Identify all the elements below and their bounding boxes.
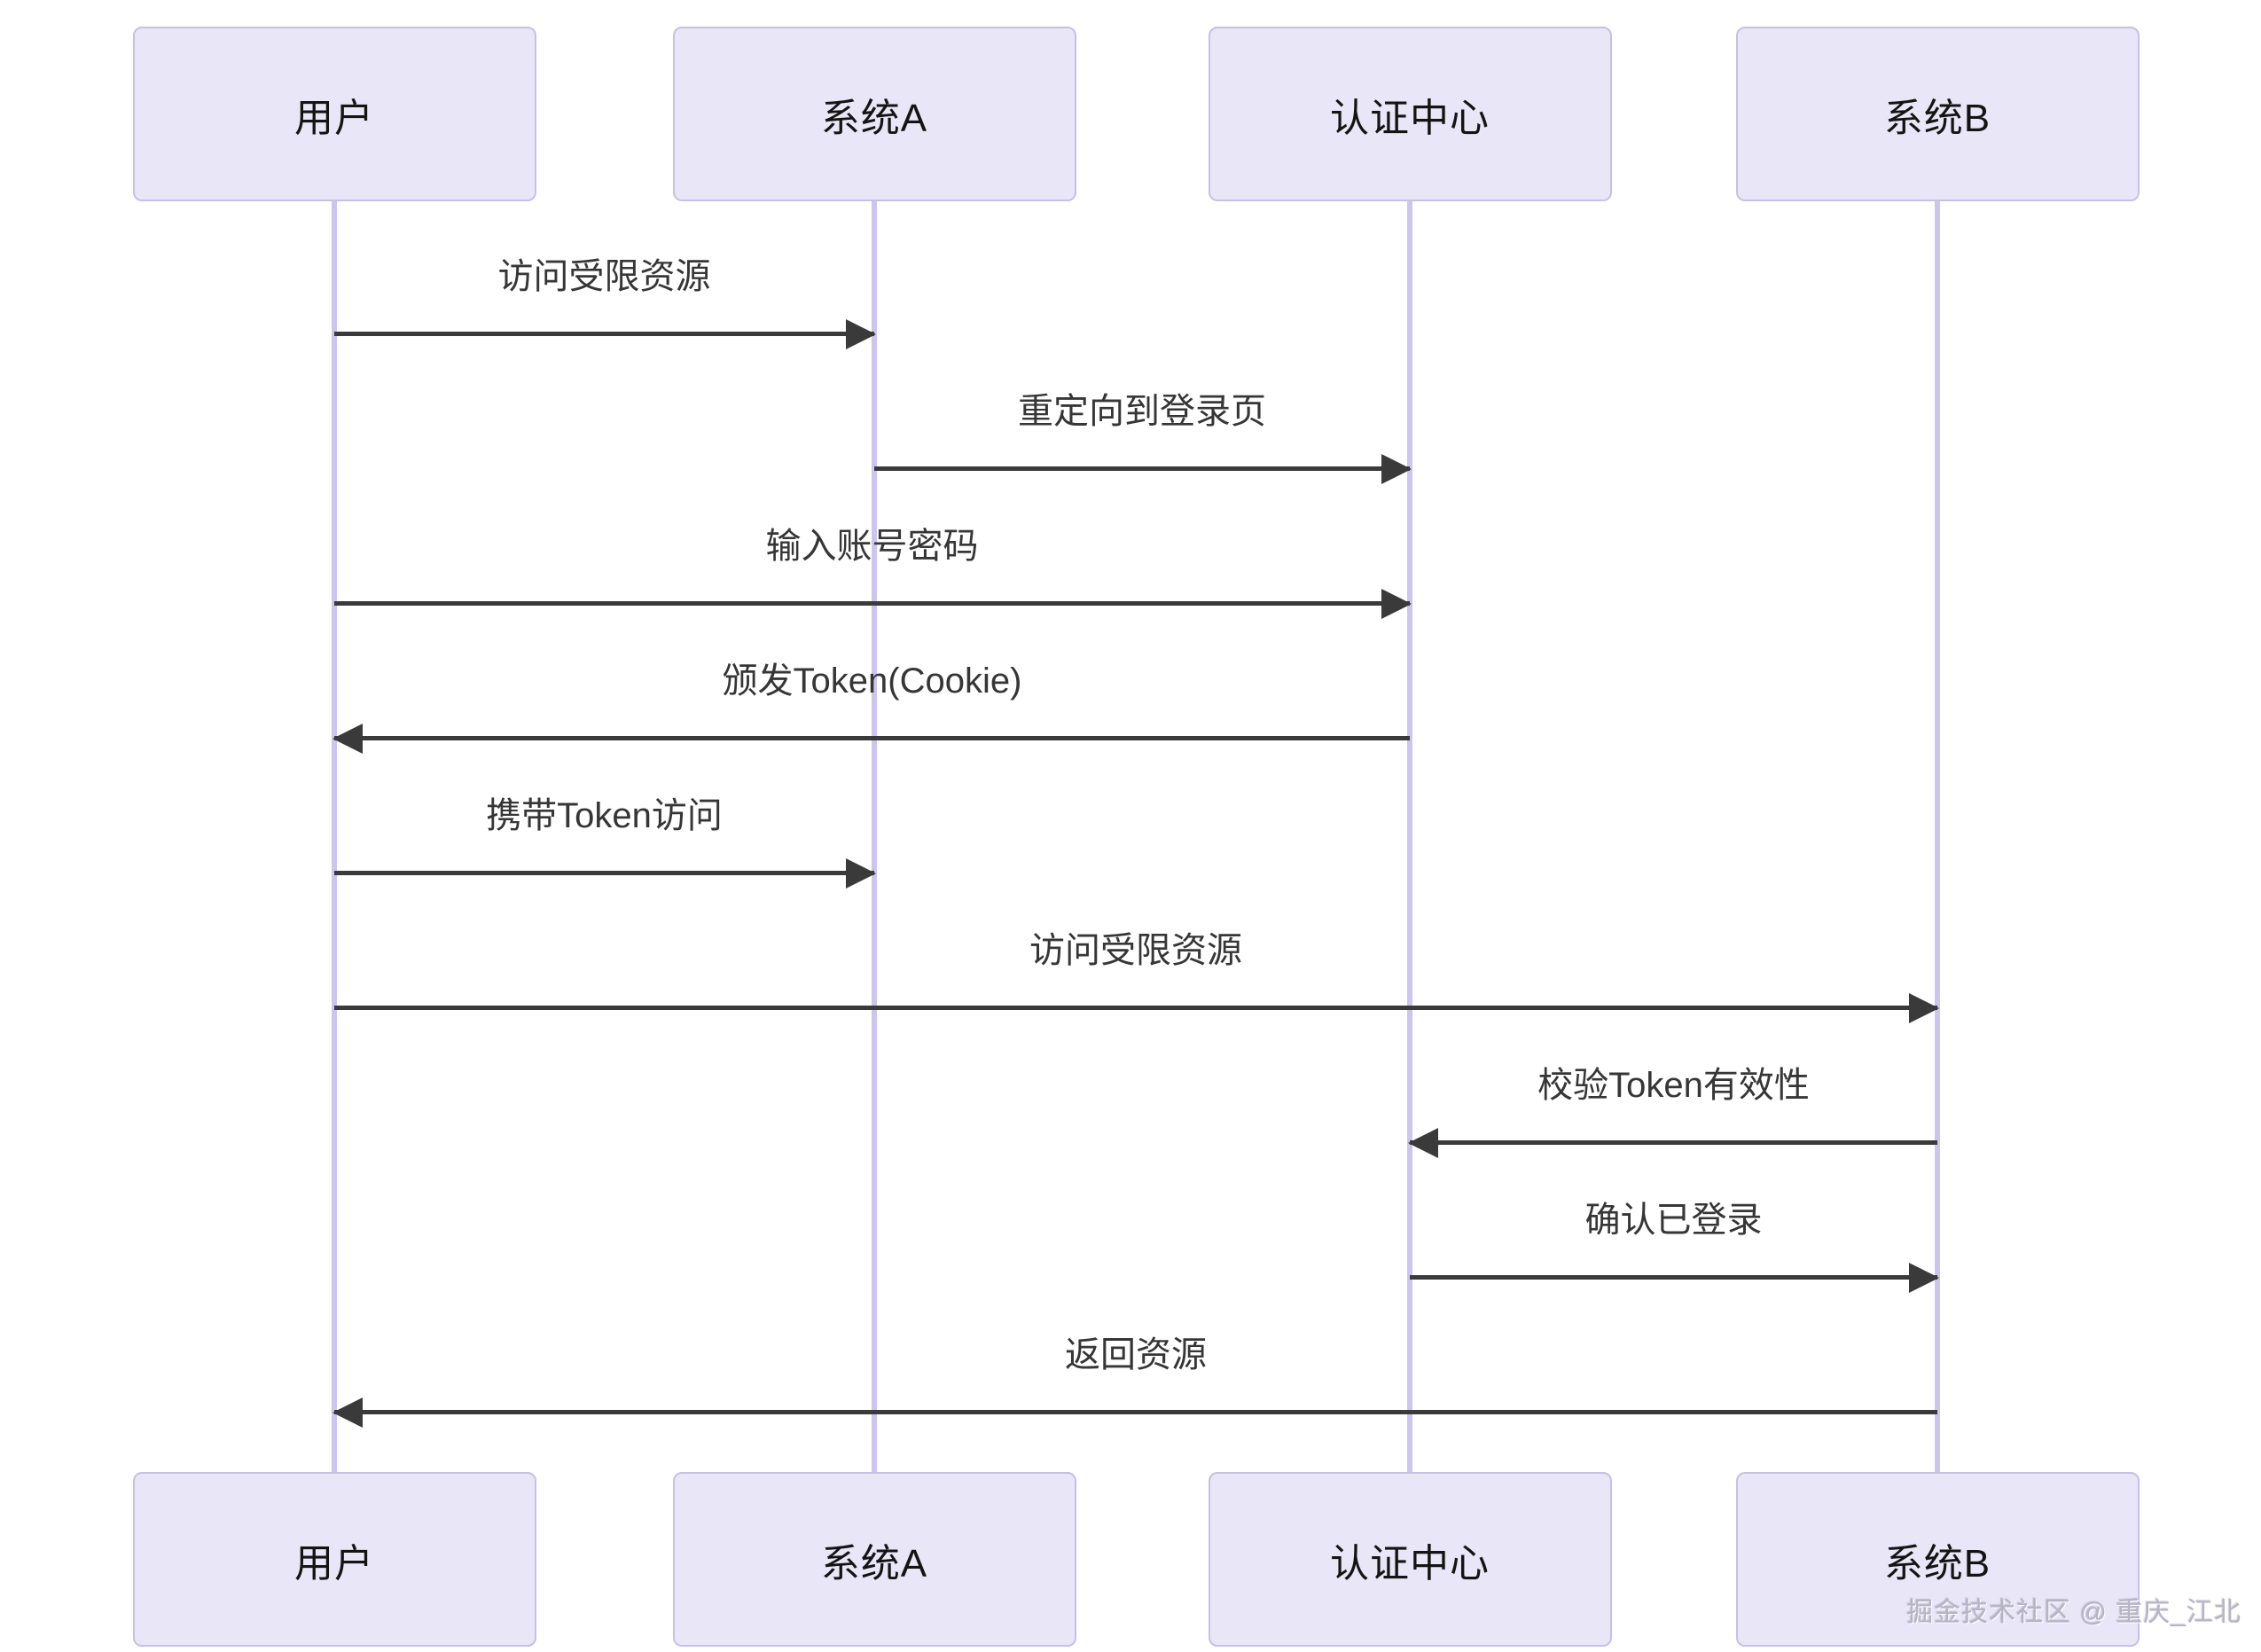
message-line	[334, 601, 1410, 606]
arrowhead-icon	[1381, 454, 1412, 484]
arrowhead-icon	[1909, 1263, 1939, 1293]
message-label: 确认已登录	[1584, 1201, 1763, 1240]
message-line	[334, 871, 874, 875]
actor-label: 系统B	[1883, 1541, 1991, 1585]
message-line	[1410, 1275, 1937, 1280]
message-7-sysB-to-auth: 校验Token有效性	[1408, 1043, 1937, 1158]
arrowhead-icon	[332, 1398, 363, 1428]
actor-label: 认证中心	[1330, 1541, 1490, 1585]
actor-label: 用户	[294, 96, 374, 140]
arrowhead-icon	[332, 724, 363, 754]
message-5-user-to-sysA: 携带Token访问	[334, 773, 876, 889]
arrowhead-icon	[1408, 1128, 1438, 1158]
actor-label: 认证中心	[1330, 96, 1490, 140]
actor-bottom-auth: 认证中心	[1208, 1472, 1612, 1647]
watermark: 掘金技术社区 @ 重庆_江北	[1906, 1598, 2241, 1627]
message-line	[334, 1410, 1937, 1414]
message-9-sysB-to-user: 返回资源	[332, 1312, 1937, 1428]
lifeline-sysB	[1935, 201, 1940, 1473]
actor-bottom-user: 用户	[132, 1472, 536, 1647]
message-label: 携带Token访问	[486, 796, 723, 835]
message-3-user-to-auth: 输入账号密码	[334, 504, 1412, 619]
actor-label: 用户	[294, 1541, 374, 1585]
actor-label: 系统A	[820, 96, 928, 140]
message-line	[334, 1006, 1937, 1010]
arrowhead-icon	[846, 858, 876, 889]
actor-top-auth: 认证中心	[1208, 27, 1612, 201]
lifeline-auth	[1407, 201, 1412, 1473]
message-line	[1410, 1140, 1937, 1145]
message-6-user-to-sysB: 访问受限资源	[334, 908, 1939, 1023]
message-line	[334, 736, 1410, 740]
message-label: 访问受限资源	[1029, 931, 1242, 970]
message-label: 重定向到登录页	[1018, 392, 1266, 431]
message-8-auth-to-sysB: 确认已登录	[1410, 1178, 1939, 1293]
lifeline-user	[332, 201, 337, 1473]
message-label: 访问受限资源	[497, 257, 711, 296]
actor-top-sysB: 系统B	[1735, 27, 2140, 201]
arrowhead-icon	[1909, 993, 1939, 1023]
message-line	[334, 332, 874, 336]
actor-bottom-sysB: 系统B	[1735, 1472, 2140, 1647]
message-label: 返回资源	[1065, 1335, 1207, 1374]
actor-top-sysA: 系统A	[672, 27, 1076, 201]
actor-top-user: 用户	[132, 27, 536, 201]
message-label: 校验Token有效性	[1537, 1066, 1810, 1105]
lifeline-sysA	[872, 201, 877, 1473]
message-label: 输入账号密码	[765, 527, 979, 566]
arrowhead-icon	[846, 319, 876, 349]
message-4-auth-to-user: 颁发Token(Cookie)	[332, 638, 1410, 754]
message-1-user-to-sysA: 访问受限资源	[334, 234, 876, 349]
message-line	[874, 466, 1410, 471]
actor-label: 系统A	[820, 1541, 928, 1585]
actor-bottom-sysA: 系统A	[672, 1472, 1076, 1647]
message-2-sysA-to-auth: 重定向到登录页	[874, 369, 1412, 484]
actor-label: 系统B	[1883, 96, 1991, 140]
message-label: 颁发Token(Cookie)	[722, 662, 1022, 701]
arrowhead-icon	[1381, 589, 1412, 619]
